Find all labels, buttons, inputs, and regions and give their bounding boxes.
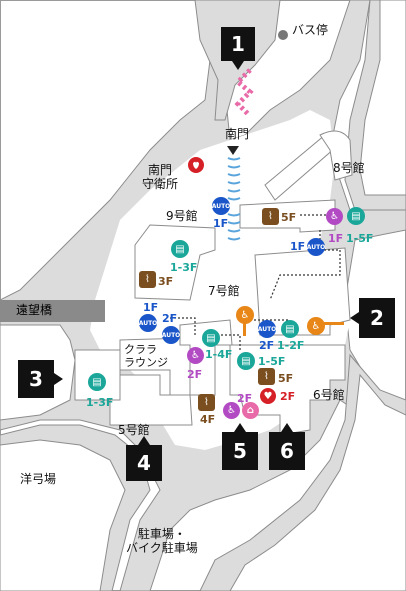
kurara-auto-right-floor: 2F <box>162 312 178 325</box>
stairs-icon: ⌇ <box>262 208 279 225</box>
b5-elevator-floor: 1-4F <box>205 348 233 361</box>
marker-4[interactable]: 4 <box>126 445 162 481</box>
bldg7 <box>254 247 351 336</box>
multipurpose-toilet-icon: ⌂ <box>242 402 259 419</box>
b6-stairs-floor: 5F <box>278 372 294 385</box>
stairs-icon: ⌇ <box>139 271 156 288</box>
b5-stairs-floor: 4F <box>200 413 216 426</box>
gate-corridor <box>227 157 241 241</box>
b6-elevator-floor: 1-5F <box>258 355 286 368</box>
south-gate-label: 南門 <box>225 127 250 141</box>
bus-stop-dot <box>278 30 288 40</box>
elevator-icon: ▤ <box>237 352 255 370</box>
bus-stop-label: バス停 <box>292 23 329 37</box>
kurara-label-2: ラウンジ <box>124 355 168 369</box>
bldg7-label: 7号館 <box>208 284 240 298</box>
auto-door-icon: AUTO <box>139 314 157 332</box>
elevator-icon: ▤ <box>281 320 299 338</box>
enbou-bridge-label: 遠望橋 <box>16 303 53 317</box>
b5-wheelchair-floor: 2F <box>187 368 203 381</box>
gate-guard-label-1: 南門 <box>148 163 173 177</box>
kurara-label: クララ ラウンジ <box>124 343 168 369</box>
marker-2[interactable]: 2 <box>359 298 395 338</box>
auto-door-icon: AUTO <box>307 238 325 256</box>
kurara-label-1: クララ <box>124 343 157 356</box>
b6-wheelchair-floor: 2F <box>237 392 253 405</box>
b3-elevator-floor: 1-3F <box>86 396 114 409</box>
marker-5-pointer <box>234 423 246 432</box>
marker-2-pointer <box>350 312 359 324</box>
auto-door-icon: AUTO <box>258 320 276 338</box>
b7-auto-floor: 2F <box>259 339 275 352</box>
wheelchair-icon: ♿ <box>223 402 240 419</box>
gate-arrow <box>227 146 239 155</box>
parking-label-2: バイク駐車場 <box>126 540 198 555</box>
marker-3-pointer <box>54 373 63 385</box>
b9-stairs-floor: 3F <box>158 275 174 288</box>
b9-elevator-floor: 1-3F <box>170 261 198 274</box>
parking-label: 駐車場・ バイク駐車場 <box>126 527 198 556</box>
b8-wheelchair-floor: 1F <box>328 232 344 245</box>
bldg5-label: 5号館 <box>118 423 150 437</box>
elevator-icon: ▤ <box>171 240 189 258</box>
enbou-bridge-deck <box>0 300 105 322</box>
marker-6[interactable]: 6 <box>269 432 305 470</box>
marker-6-pointer <box>281 423 293 432</box>
gate-guard-label: 南門 守衛所 <box>142 163 179 192</box>
walking-path <box>234 68 254 116</box>
marker-1-pointer <box>232 61 244 70</box>
bldg8-label: 8号館 <box>333 161 365 175</box>
auto-door-icon: AUTO <box>212 197 230 215</box>
archery-label: 洋弓場 <box>20 472 57 486</box>
elevator-icon: ▤ <box>88 373 106 391</box>
b8-stairs-floor: 5F <box>281 211 297 224</box>
stairs-icon: ⌇ <box>198 394 215 411</box>
elevator-icon: ▤ <box>347 207 365 225</box>
marker-1[interactable]: 1 <box>221 27 255 61</box>
elevator-icon: ▤ <box>202 329 220 347</box>
gate-auto-floor: 1F <box>213 217 229 230</box>
marker-4-pointer <box>138 436 150 445</box>
stairs-icon: ⌇ <box>258 368 275 385</box>
bldg8-head <box>319 130 353 181</box>
wheelchair-icon: ♿ <box>187 347 204 364</box>
b8-elevator-floor: 1-5F <box>346 232 374 245</box>
marker-3[interactable]: 3 <box>18 360 54 398</box>
buildings <box>74 130 353 436</box>
wheelchair-icon: ♿ <box>326 208 343 225</box>
b7-elevator-floor: 1-2F <box>277 339 305 352</box>
b6-aed-floor: 2F <box>280 390 296 403</box>
bldg6-label: 6号館 <box>313 388 345 402</box>
wheelchair-ramp-icon: ♿ <box>307 317 325 335</box>
parking-label-1: 駐車場・ <box>137 527 186 541</box>
aed-icon: ♥ <box>260 388 276 404</box>
marker-5[interactable]: 5 <box>222 432 258 470</box>
gate-guard-label-2: 守衛所 <box>142 176 179 191</box>
kurara-auto-top-floor: 1F <box>143 301 159 314</box>
b8-auto-floor: 1F <box>290 240 306 253</box>
wheelchair-ramp-icon: ♿ <box>236 306 254 324</box>
auto-door-icon: AUTO <box>162 326 180 344</box>
bldg9-label: 9号館 <box>166 209 198 223</box>
